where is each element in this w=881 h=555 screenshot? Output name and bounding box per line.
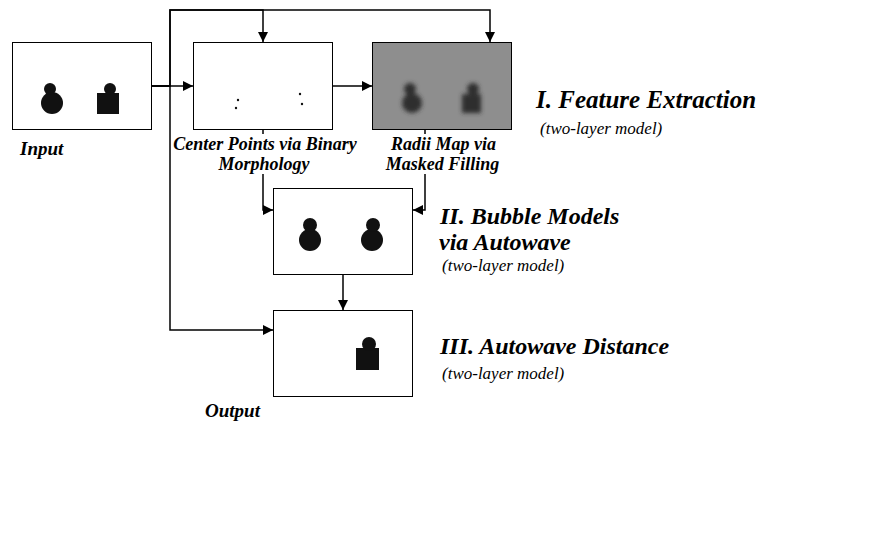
box-label: Output bbox=[204, 401, 294, 422]
model-note: (two-layer model) bbox=[441, 365, 641, 384]
radii-blob bbox=[462, 94, 481, 113]
square-blob bbox=[356, 348, 379, 370]
center-dot bbox=[237, 99, 239, 101]
flow-arrow bbox=[333, 85, 372, 87]
center-points-image bbox=[235, 93, 303, 109]
method-caption: Radii Map via Masked Filling bbox=[368, 135, 518, 175]
model-note: (two-layer model) bbox=[441, 256, 565, 275]
center-dot bbox=[299, 93, 301, 95]
method-caption: Center Points via Binary Morphology bbox=[172, 134, 357, 174]
box-label: Input bbox=[19, 138, 64, 159]
input-image bbox=[41, 83, 119, 114]
bubble-image bbox=[299, 218, 383, 251]
flow-arrow bbox=[152, 10, 263, 86]
radii-map-image bbox=[372, 42, 512, 130]
box-label: Output bbox=[204, 400, 261, 421]
center-points-box: Center Points via Binary Morphology bbox=[193, 42, 333, 130]
radii-blob bbox=[467, 83, 479, 95]
square-blob bbox=[97, 93, 119, 114]
output-box: OutputIII. Autowave Distance(two-layer m… bbox=[273, 310, 413, 397]
bubble-model-box: II. Bubble Models via Autowave(two-layer… bbox=[273, 188, 413, 275]
box-label: Input bbox=[19, 139, 139, 160]
stage-title: III. Autowave Distance bbox=[439, 333, 670, 359]
method-caption: Radii Map via Masked Filling bbox=[386, 134, 501, 174]
bubble-blob bbox=[361, 229, 383, 251]
radii-ground bbox=[372, 42, 512, 130]
square-blob-bump bbox=[362, 337, 376, 351]
input-box: Input bbox=[12, 42, 152, 130]
radii-blob bbox=[404, 83, 416, 95]
model-note: (two-layer model) bbox=[441, 364, 565, 383]
stage-title: II. Bubble Models via Autowave bbox=[439, 203, 619, 255]
center-dot bbox=[301, 103, 303, 105]
radii-blob bbox=[402, 93, 422, 113]
radii-map-box: Radii Map via Masked Filling bbox=[372, 42, 512, 130]
method-caption: Center Points via Binary Morphology bbox=[172, 135, 357, 175]
bubble-blob bbox=[299, 229, 321, 251]
bubble-blob bbox=[366, 218, 380, 232]
output-image bbox=[356, 337, 379, 370]
round-blob-bump bbox=[44, 83, 56, 95]
flow-arrow bbox=[152, 86, 273, 330]
model-note: (two-layer model) bbox=[540, 120, 760, 139]
model-note: (two-layer model) bbox=[441, 257, 641, 276]
stage-title: III. Autowave Distance bbox=[439, 333, 759, 359]
round-blob bbox=[41, 92, 63, 114]
center-dot bbox=[235, 107, 237, 109]
flow-arrow bbox=[342, 275, 344, 310]
square-blob-bump bbox=[104, 83, 116, 95]
stage-title: I. Feature Extraction bbox=[536, 86, 856, 114]
bubble-blob bbox=[303, 218, 317, 232]
stage-title: II. Bubble Models via Autowave bbox=[439, 203, 654, 256]
flow-arrow bbox=[152, 10, 490, 86]
